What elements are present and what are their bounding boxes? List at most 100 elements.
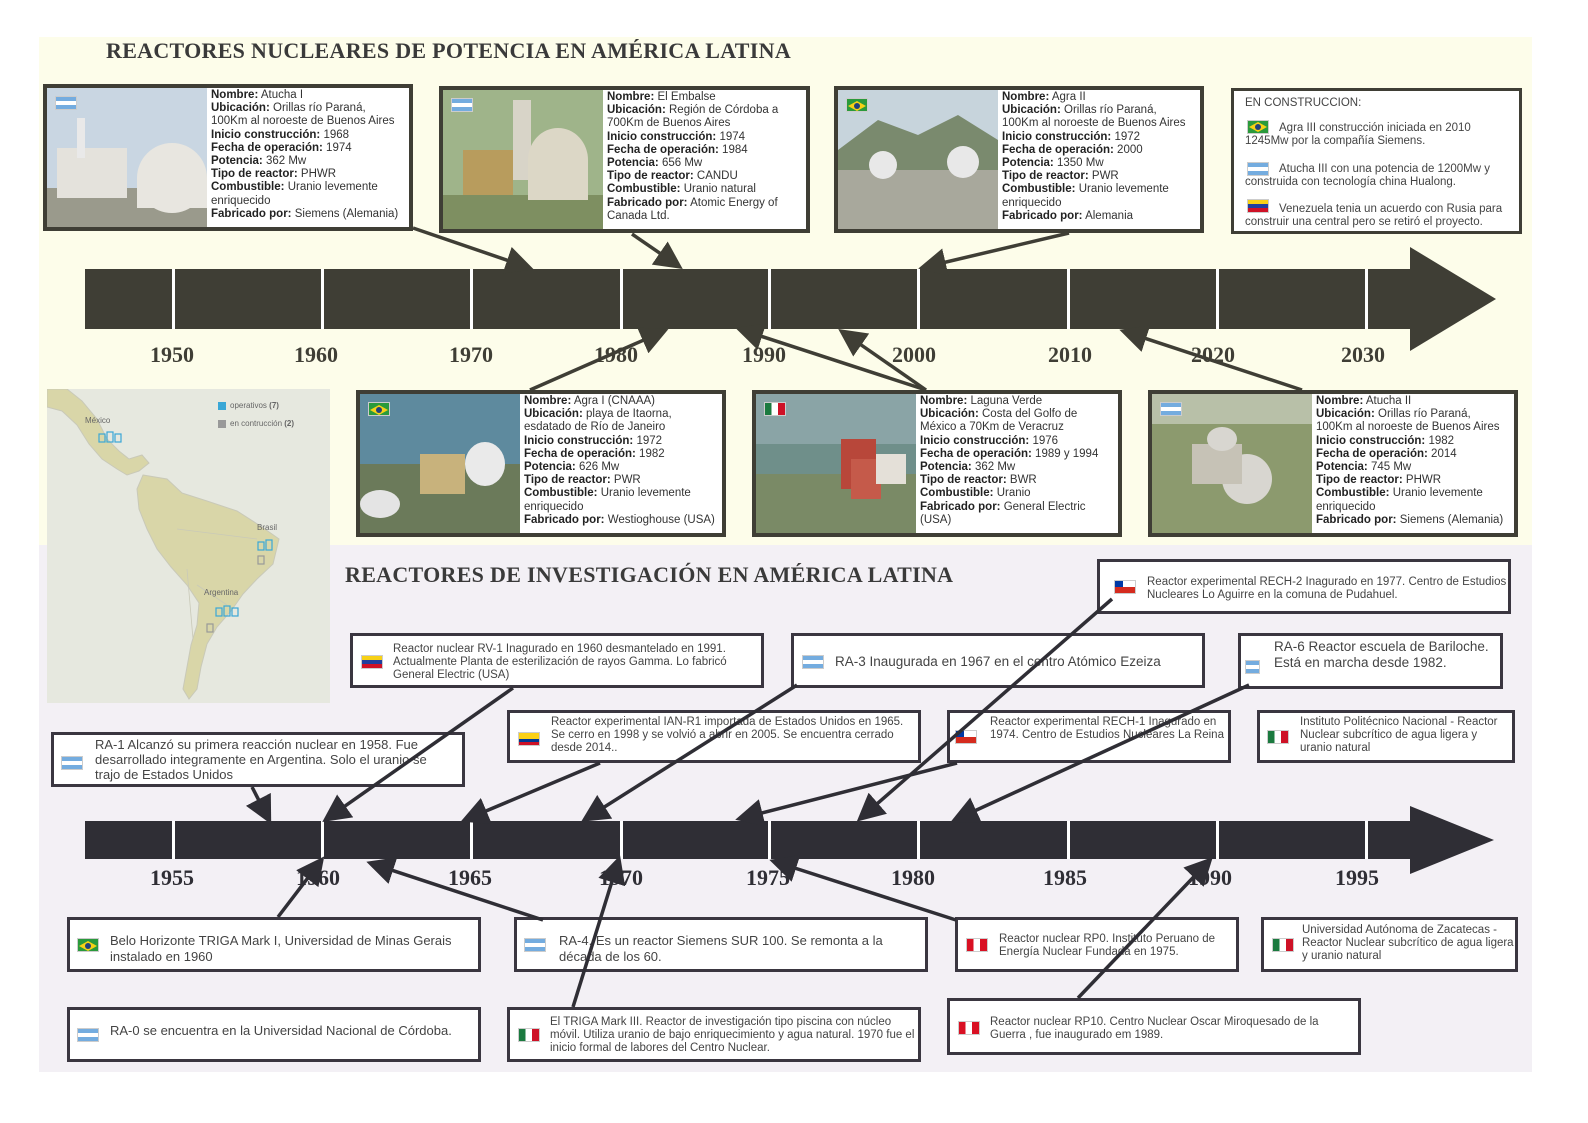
reactor-card-atucha-2: Nombre: Atucha II Ubicación: Orillas río…: [1148, 390, 1518, 537]
argentina-flag-icon: [802, 655, 824, 669]
reactor-photo: [360, 394, 520, 533]
reactor-photo: [1152, 394, 1312, 533]
connector-arrow: [245, 786, 272, 825]
argentina-flag-icon: [451, 98, 473, 112]
reactor-photo: [838, 90, 998, 229]
connector-arrow: [950, 683, 1250, 823]
research-reactors-title: REACTORES DE INVESTIGACIÓN EN AMÉRICA LA…: [345, 562, 954, 587]
mexico-flag-icon: [764, 402, 786, 416]
research-year-label: 1995: [1335, 865, 1379, 890]
connector-arrow: [276, 856, 325, 919]
argentina-flag-icon: [61, 756, 83, 770]
chile-flag-icon: [1114, 580, 1136, 594]
reactor-info: Nombre: Laguna Verde Ubicación: Costa de…: [920, 395, 1099, 526]
argentina-flag-icon: [1245, 660, 1260, 674]
brazil-flag-icon: [846, 98, 868, 112]
argentina-flag-icon: [55, 96, 77, 110]
power-year-label: 1970: [449, 342, 493, 367]
connector-arrow: [769, 855, 957, 922]
research-tick: [470, 821, 473, 859]
research-box-ian-r1: Reactor experimental IAN-R1 importada de…: [507, 710, 921, 763]
venezuela-flag-icon: [1247, 199, 1269, 213]
connector-arrow: [412, 226, 534, 274]
research-timeline-arrowhead: [1410, 806, 1494, 874]
power-tick: [1216, 269, 1219, 329]
research-box-ra-1: RA-1 Alcanzó su primera reacción nuclear…: [51, 732, 465, 787]
construction-item: Atucha III con una potencia de 1200Mw y …: [1245, 163, 1490, 188]
research-box-ra-6: RA-6 Reactor escuela de Bariloche. Está …: [1238, 633, 1503, 689]
under-construction-title: EN CONSTRUCCION:: [1245, 97, 1362, 109]
reactor-card-laguna-verde: Nombre: Laguna Verde Ubicación: Costa de…: [752, 390, 1122, 537]
power-tick: [620, 269, 623, 329]
legend-operativos: operativos (7): [230, 401, 279, 410]
reactor-card-agra-1: Nombre: Agra I (CNAAA) Ubicación: playa …: [356, 390, 726, 537]
map-label-brasil: Brasil: [257, 523, 278, 532]
research-box-ipn: Instituto Politécnico Nacional - Reactor…: [1257, 710, 1515, 763]
legend-operativos-swatch: [218, 402, 226, 410]
research-box-rp0: Reactor nuclear RP0. Instituto Peruano d…: [955, 917, 1239, 972]
power-year-label: 1960: [294, 342, 338, 367]
research-box-rp10: Reactor nuclear RP10. Centro Nuclear Osc…: [947, 998, 1361, 1055]
power-year-label: 2030: [1341, 342, 1385, 367]
mexico-flag-icon: [518, 1028, 540, 1042]
research-timeline-bar: [85, 821, 1415, 859]
power-reactors-title: REACTORES NUCLEARES DE POTENCIA EN AMÉRI…: [106, 38, 792, 63]
reactor-card-embalse: Nombre: El Embalse Ubicación: Región de …: [439, 86, 810, 233]
power-tick: [470, 269, 473, 329]
reactor-card-agra-2: Nombre: Agra II Ubicación: Orillas río P…: [834, 86, 1204, 233]
research-box-ra-3: RA-3 Inaugurada en 1967 en el centro Ató…: [791, 633, 1205, 688]
research-tick: [321, 821, 324, 859]
research-tick: [1067, 821, 1070, 859]
research-tick: [1365, 821, 1368, 859]
map-label-argentina: Argentina: [204, 588, 239, 597]
argentina-flag-icon: [1160, 402, 1182, 416]
connector-arrow: [571, 855, 626, 1008]
power-year-label: 1950: [150, 342, 194, 367]
research-tick: [172, 821, 175, 859]
reactor-photo: [443, 90, 603, 229]
research-year-label: 1965: [448, 865, 492, 890]
research-box-rech-1: Reactor experimental RECH-1 Inagurado en…: [947, 710, 1231, 763]
latin-america-map: operativos (7) en contrucción (2) México…: [47, 389, 330, 703]
connector-arrow: [1076, 856, 1213, 1000]
brazil-flag-icon: [77, 938, 99, 952]
venezuela-flag-icon: [361, 655, 383, 669]
research-box-rv-1: Reactor nuclear RV-1 Inagurado en 1960 d…: [350, 633, 764, 688]
reactor-info: Nombre: El Embalse Ubicación: Región de …: [607, 91, 779, 222]
construction-item: Agra III construcción iniciada en 2010 1…: [1245, 122, 1471, 147]
research-tick: [768, 821, 771, 859]
colombia-flag-icon: [518, 732, 540, 746]
connector-arrow: [838, 329, 927, 392]
brazil-flag-icon: [368, 402, 390, 416]
brazil-flag-icon: [1247, 120, 1269, 134]
research-box-ra-0: RA-0 se encuentra en la Universidad Naci…: [67, 1007, 481, 1062]
reactor-info: Nombre: Atucha I Ubicación: Orillas río …: [211, 89, 399, 220]
reactor-info: Nombre: Agra I (CNAAA) Ubicación: playa …: [524, 395, 715, 526]
power-tick: [1067, 269, 1070, 329]
connector-arrow: [322, 686, 515, 823]
research-tick: [620, 821, 623, 859]
argentina-flag-icon: [1247, 162, 1269, 176]
power-tick: [1365, 269, 1368, 329]
power-year-label: 2000: [892, 342, 936, 367]
research-year-label: 1955: [150, 865, 194, 890]
power-timeline-arrowhead: [1410, 247, 1496, 351]
power-tick: [321, 269, 324, 329]
peru-flag-icon: [966, 938, 988, 952]
argentina-flag-icon: [77, 1028, 99, 1042]
connector-arrow: [460, 761, 601, 824]
connector-arrow: [735, 761, 958, 827]
connector-arrow: [529, 327, 669, 392]
under-construction-box: EN CONSTRUCCION: Agra III construcción i…: [1231, 88, 1522, 234]
research-year-label: 1985: [1043, 865, 1087, 890]
research-box-triga-mark-3: El TRIGA Mark III. Reactor de investigac…: [507, 1007, 921, 1062]
connector-arrow: [581, 683, 798, 822]
connector-arrow: [631, 232, 683, 269]
power-year-label: 2010: [1048, 342, 1092, 367]
reactor-card-atucha-1: Nombre: Atucha I Ubicación: Orillas río …: [43, 84, 413, 231]
power-tick: [917, 269, 920, 329]
research-box-zacatecas: Universidad Autónoma de Zacatecas - Reac…: [1261, 917, 1518, 972]
mexico-flag-icon: [1267, 730, 1289, 744]
reactor-info: Nombre: Agra II Ubicación: Orillas río P…: [1002, 91, 1186, 222]
